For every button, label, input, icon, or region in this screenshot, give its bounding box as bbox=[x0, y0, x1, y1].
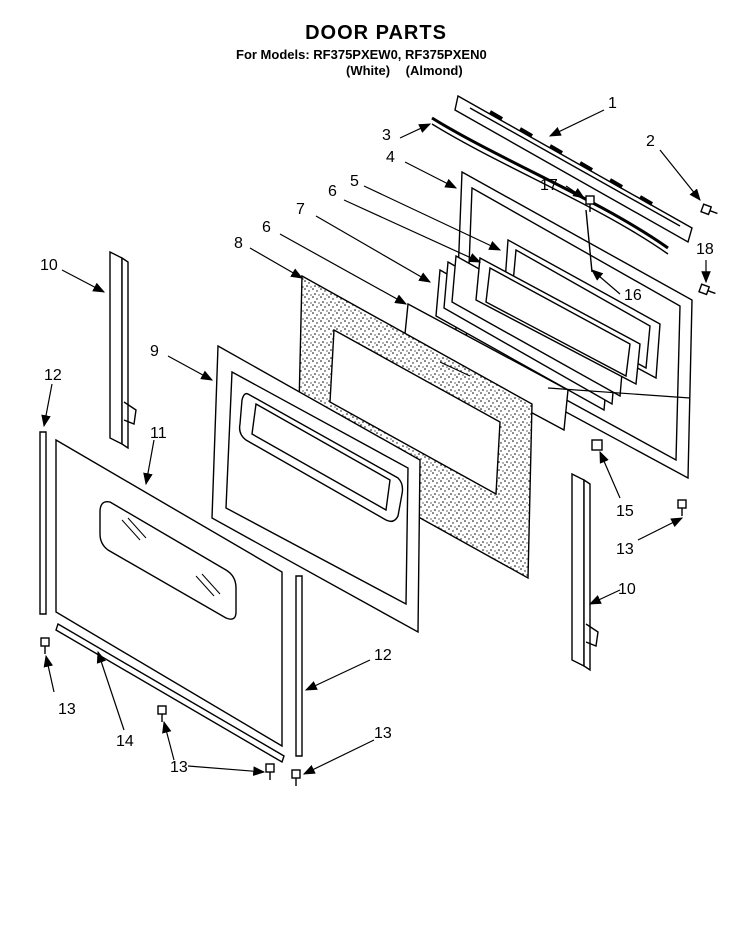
part-door-frame bbox=[211, 344, 421, 634]
callout-7: 7 bbox=[296, 201, 305, 218]
callout-17: 17 bbox=[540, 177, 558, 194]
part-hinge-left bbox=[109, 250, 137, 450]
callout-13: 13 bbox=[374, 725, 392, 742]
part-side-trim-right bbox=[295, 575, 303, 757]
callout-18: 18 bbox=[696, 241, 714, 258]
callout-2: 2 bbox=[646, 133, 655, 150]
callout-12: 12 bbox=[374, 647, 392, 664]
part-bottom-trim bbox=[55, 622, 285, 764]
callout-16: 16 bbox=[624, 287, 642, 304]
part-side-trim-left bbox=[39, 431, 47, 615]
screw-icon bbox=[40, 195, 718, 786]
callout-3: 3 bbox=[382, 127, 391, 144]
callout-10: 10 bbox=[40, 257, 58, 274]
callout-labels: 1 2 3 4 5 6 6 7 8 9 10 10 11 12 12 13 13… bbox=[40, 95, 714, 776]
part-hinge-right bbox=[571, 472, 599, 672]
callout-15: 15 bbox=[616, 503, 634, 520]
callout-10: 10 bbox=[618, 581, 636, 598]
part-trim-strip bbox=[431, 116, 669, 250]
callout-13: 13 bbox=[616, 541, 634, 558]
diagram-title: DOOR PARTS bbox=[305, 22, 447, 44]
callout-1: 1 bbox=[608, 95, 617, 112]
part-clip bbox=[591, 439, 603, 451]
callout-11: 11 bbox=[150, 425, 167, 442]
callout-4: 4 bbox=[386, 149, 395, 166]
callout-13: 13 bbox=[58, 701, 76, 718]
part-vent-trim bbox=[454, 94, 693, 244]
part-rod bbox=[585, 209, 593, 273]
model-list: For Models: RF375PXEW0, RF375PXEN0 bbox=[236, 47, 487, 62]
callout-8: 8 bbox=[234, 235, 243, 252]
part-outer-glass bbox=[55, 438, 283, 748]
callout-13: 13 bbox=[170, 759, 188, 776]
leader-lines bbox=[41, 109, 711, 776]
callout-5: 5 bbox=[350, 173, 359, 190]
callout-6: 6 bbox=[262, 219, 271, 236]
callout-6: 6 bbox=[328, 183, 337, 200]
part-glass-pack bbox=[435, 254, 641, 412]
part-glass-pane bbox=[403, 302, 569, 432]
callout-12: 12 bbox=[44, 367, 62, 384]
callout-9: 9 bbox=[150, 343, 159, 360]
callout-14: 14 bbox=[116, 733, 134, 750]
color-variants: (White) (Almond) bbox=[346, 63, 463, 78]
